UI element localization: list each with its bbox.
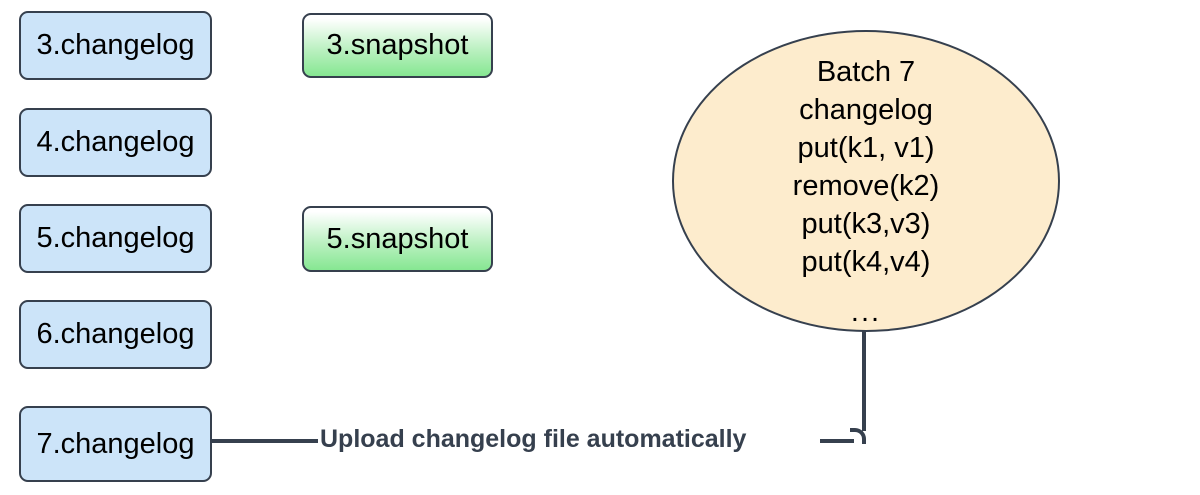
node-label: 5.snapshot	[326, 222, 469, 255]
node-changelog-6[interactable]: 6.changelog	[19, 300, 212, 369]
connector-segment-vertical	[862, 331, 866, 431]
node-label: 3.snapshot	[326, 29, 469, 61]
batch-bubble-line-2: changelog	[799, 93, 933, 126]
batch-bubble[interactable]: Batch 7 changelog put(k1, v1) remove(k2)…	[672, 30, 1060, 332]
batch-bubble-ellipsis: ...	[850, 295, 882, 328]
node-label: 5.changelog	[36, 222, 195, 254]
node-changelog-7[interactable]: 7.changelog	[19, 406, 212, 482]
batch-bubble-line-3: put(k1, v1)	[797, 131, 935, 164]
node-changelog-4[interactable]: 4.changelog	[19, 108, 212, 177]
node-changelog-3[interactable]: 3.changelog	[19, 11, 212, 80]
node-label: 3.changelog	[36, 29, 195, 61]
batch-bubble-line-1: Batch 7	[816, 56, 916, 88]
node-label: 7.changelog	[36, 427, 195, 460]
node-label: 4.changelog	[36, 126, 195, 158]
connector-segment-left	[211, 439, 323, 443]
node-snapshot-3[interactable]: 3.snapshot	[302, 13, 493, 78]
node-label: 6.changelog	[36, 318, 195, 350]
batch-bubble-line-5: put(k3,v3)	[801, 207, 931, 240]
edge-label-upload-changelog: Upload changelog file automatically	[318, 425, 749, 453]
batch-bubble-line-6: put(k4,v4)	[801, 245, 931, 278]
connector-segment-right	[820, 439, 854, 443]
node-changelog-5[interactable]: 5.changelog	[19, 204, 212, 273]
connector-corner	[850, 428, 866, 444]
node-snapshot-5[interactable]: 5.snapshot	[302, 206, 493, 272]
batch-bubble-line-4: remove(k2)	[792, 169, 940, 202]
